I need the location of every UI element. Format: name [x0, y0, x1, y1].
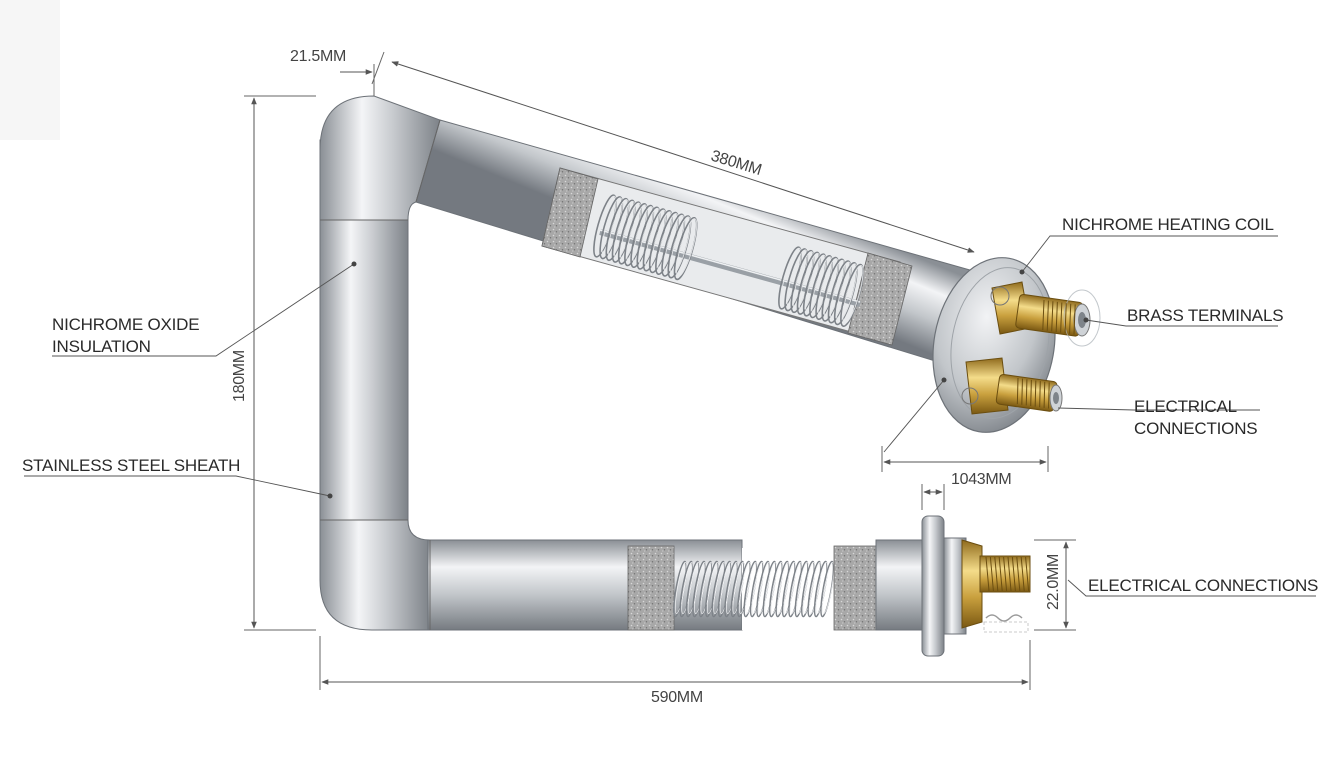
- insulation-plug-4: [833, 545, 879, 631]
- dim-height: 180MM: [231, 350, 248, 402]
- label-nichrome-oxide-2: INSULATION: [52, 337, 151, 356]
- bottom-elbow: [319, 519, 431, 631]
- corner-shade: [0, 0, 60, 140]
- insulation-plug-2: [847, 252, 913, 346]
- leader-lines: [24, 235, 1316, 597]
- heating-coil-bottom: [673, 560, 835, 618]
- bottom-cutaway: [627, 539, 923, 631]
- insulation-plug-3: [627, 545, 675, 631]
- label-nichrome-oxide-1: NICHROME OXIDE: [52, 315, 199, 334]
- label-electrical-1: ELECTRICAL: [1134, 397, 1237, 416]
- label-stainless-sheath: STAINLESS STEEL SHEATH: [22, 456, 240, 475]
- label-brass-terminals: BRASS TERMINALS: [1127, 306, 1283, 325]
- lower-flange-assembly: [921, 515, 1031, 657]
- dim-sheath-diameter: 21.5MM: [290, 48, 346, 65]
- dim-flange-span: 1043MM: [951, 471, 1011, 488]
- label-electrical-2: CONNECTIONS: [1134, 419, 1257, 438]
- brass-terminal-upper: [991, 281, 1101, 347]
- bottom-end-tube: [875, 539, 923, 631]
- upper-flange-assembly: [932, 257, 1101, 433]
- diagonal-cutaway: [541, 167, 913, 346]
- brass-terminal-lower: [965, 357, 1063, 415]
- wire-lead: [985, 614, 1023, 622]
- lower-flange: [921, 515, 945, 657]
- dimension-lines: [244, 51, 1076, 690]
- brass-nut-lower: [961, 539, 983, 629]
- dim-terminal-height: 22.0MM: [1045, 554, 1062, 610]
- callout-labels: NICHROME OXIDE INSULATION STAINLESS STEE…: [22, 215, 1318, 595]
- label-electrical-lower: ELECTRICAL CONNECTIONS: [1088, 576, 1318, 595]
- dim-total-length: 590MM: [651, 689, 703, 706]
- label-heating-coil: NICHROME HEATING COIL: [1062, 215, 1274, 234]
